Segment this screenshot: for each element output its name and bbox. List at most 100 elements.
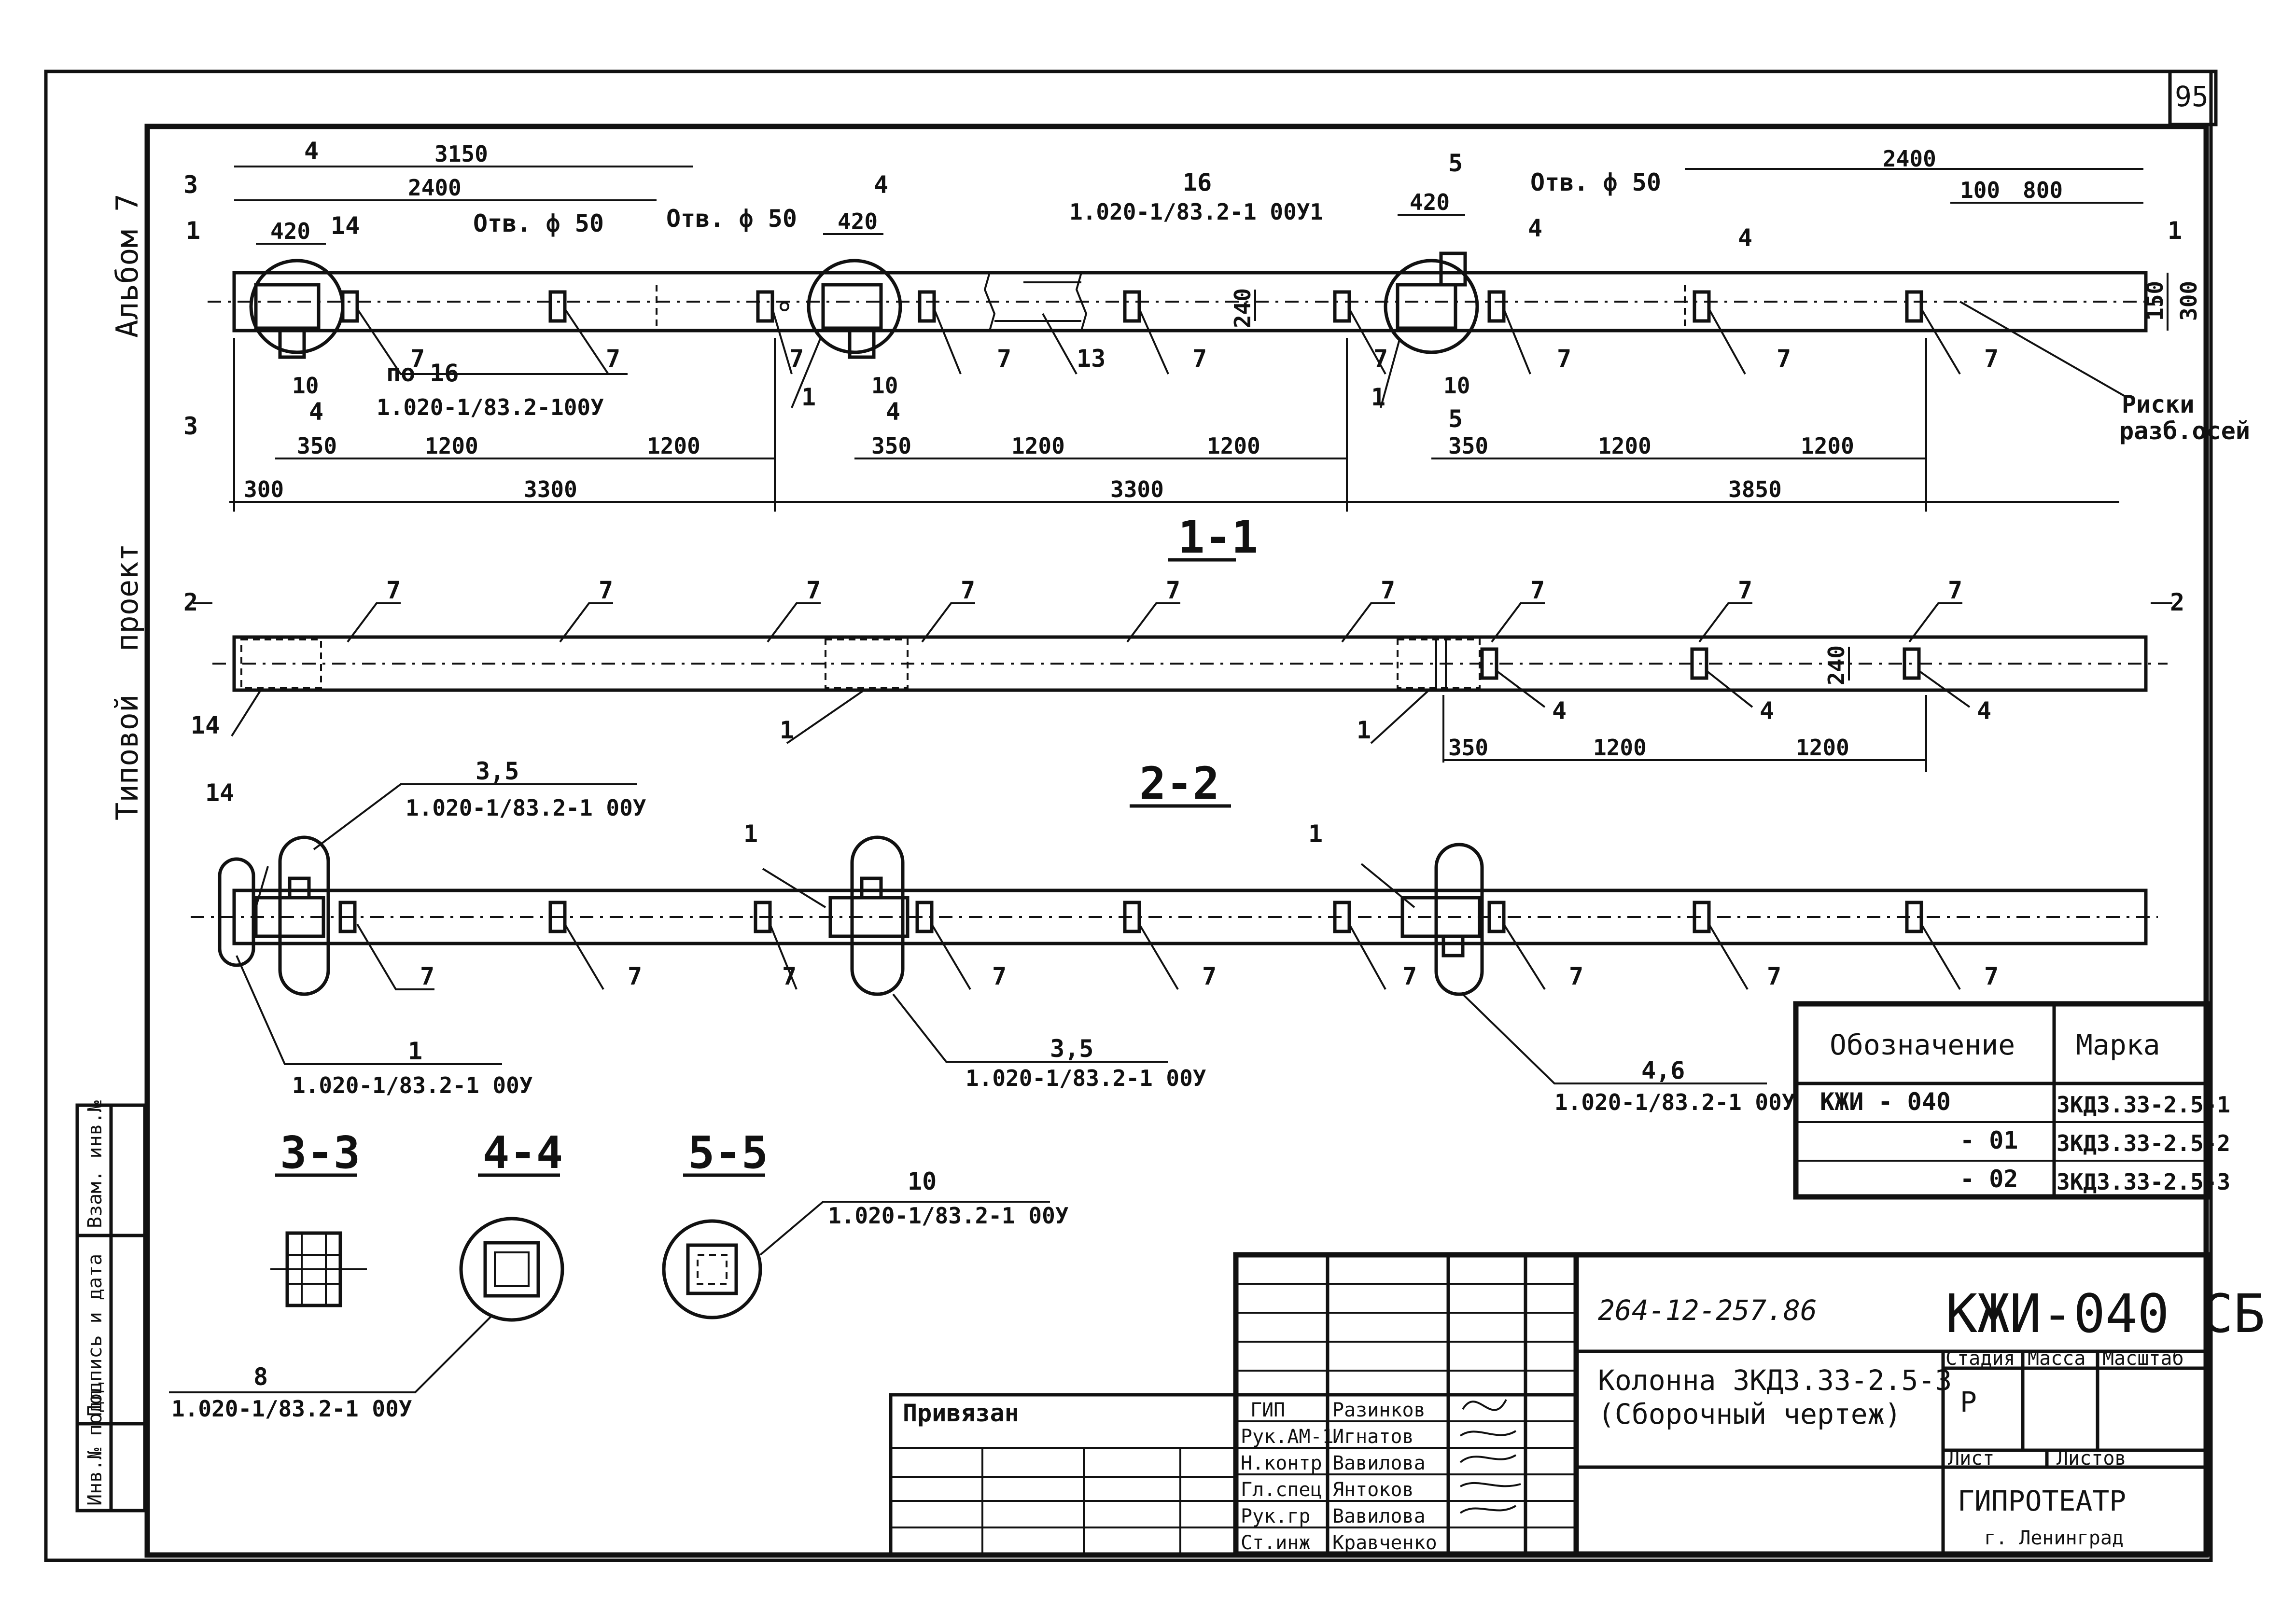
ref-16-num: 16 [1183, 168, 1212, 196]
small-section-views [169, 1201, 1050, 1393]
dim-2400-right: 2400 [1883, 146, 1936, 172]
callout-4-a: 4 [1528, 214, 1542, 242]
stamp-vzam: Взам. инв.№ [84, 1100, 106, 1228]
s22-callout-7-f: 7 [1402, 962, 1417, 990]
mark-table-header-designation: Обозначение [1830, 1028, 2015, 1061]
s11-callout-7-g: 7 [1530, 576, 1545, 604]
staff-role-2: Рук.АМ-1 [1241, 1426, 1334, 1448]
s11-dim-1200-b: 1200 [1796, 735, 1849, 761]
callout-7-e: 7 [1192, 345, 1207, 373]
mass-header: Масса [2028, 1347, 2085, 1370]
project-label-word2: проект [110, 543, 145, 652]
dim-1200-a: 1200 [425, 433, 478, 459]
callout-7-d: 7 [997, 345, 1011, 373]
s22-callout-7-e: 7 [1202, 962, 1217, 990]
ref-10-doc: 1.020-1/83.2-1 00У [828, 1203, 1069, 1229]
callout-4-b: 4 [1738, 224, 1752, 252]
section-mark-4-c: 4 [309, 398, 323, 426]
dim-1200-e: 1200 [1598, 433, 1651, 459]
dim-420-a: 420 [270, 218, 310, 244]
staff-role-3: Н.контр. [1241, 1452, 1334, 1474]
project-label-word1: Типовой [110, 694, 145, 820]
doc-code: КЖИ-040 СБ [1945, 1283, 2265, 1345]
s11-callout-1-a: 1 [780, 716, 794, 744]
callout-7-f: 7 [1373, 345, 1388, 373]
scale-header: Масштаб [2102, 1347, 2184, 1370]
org-city: г. Ленинград [1984, 1527, 2124, 1549]
s22-ref-35-top-doc: 1.020-1/83.2-1 00У [406, 795, 646, 821]
po16-doc: 1.020-1/83.2-100У [377, 394, 604, 420]
dim-420-c: 420 [1410, 189, 1450, 215]
stage-value: Р [1960, 1386, 1977, 1418]
sheet-label: Лист [1948, 1447, 1994, 1470]
s11-callout-4-b: 4 [1760, 697, 1774, 725]
mark-table-row3-mark: 3КД3.33-2.5-3 [2057, 1169, 2230, 1195]
s11-dim-350: 350 [1448, 735, 1488, 761]
album-label: Альбом 7 [110, 194, 145, 338]
section-2-2-view [191, 783, 2158, 1084]
staff-role-1: ГИП [1250, 1399, 1285, 1421]
mark-table-row1-designation: КЖИ - 040 [1820, 1088, 1951, 1116]
s11-callout-7-c: 7 [806, 576, 821, 604]
ref-8-doc: 1.020-1/83.2-1 00У [171, 1396, 412, 1422]
callout-14-a: 14 [331, 212, 360, 240]
doc-name-line1: Колонна 3КД3.33-2.5-3 [1598, 1364, 1952, 1397]
staff-name-3: Вавилова [1332, 1452, 1426, 1474]
dim-800: 800 [2023, 177, 2063, 203]
org-name: ГИПРОТЕАТР [1958, 1485, 2126, 1517]
dim-150: 150 [2142, 281, 2168, 321]
privyazan-label: Привязан [903, 1399, 1019, 1427]
dim-2400-left: 2400 [408, 175, 462, 201]
section-1-1-view [193, 602, 2172, 772]
s22-callout-1-b: 1 [1308, 820, 1323, 848]
mark-table-row3-designation: - 02 [1960, 1165, 2018, 1193]
dim-240: 240 [1230, 288, 1256, 328]
title-block [889, 1252, 2211, 1557]
plan-inserts [341, 290, 1923, 323]
dim-420-b: 420 [838, 208, 878, 235]
dim-3300-b: 3300 [1110, 476, 1164, 502]
dim-350-a: 350 [297, 433, 337, 459]
s11-callout-7-f: 7 [1381, 576, 1395, 604]
mark-table-row2-mark: 3КД3.33-2.5-2 [2057, 1130, 2230, 1156]
s22-callout-1-a: 1 [743, 820, 758, 848]
mark-table [1793, 1001, 2211, 1200]
callout-1-b: 1 [1371, 383, 1385, 411]
dim-3300-a: 3300 [524, 476, 577, 502]
sheet-frame [44, 69, 2218, 1562]
callout-1-a: 1 [801, 383, 816, 411]
dim-1200-f: 1200 [1801, 433, 1854, 459]
mark-2-left: 2 [183, 588, 198, 616]
doc-number: 264-12-257.86 [1598, 1294, 1817, 1327]
s22-ref-46-num: 4,6 [1641, 1056, 1685, 1084]
mark-2-right: 2 [2170, 588, 2184, 616]
s11-callout-7-h: 7 [1738, 576, 1752, 604]
s22-ref-1-doc: 1.020-1/83.2-1 00У [292, 1072, 533, 1098]
section-mark-5-b: 5 [1448, 405, 1463, 433]
callout-7-c: 7 [789, 345, 804, 373]
section-mark-1-right: 1 [2168, 217, 2182, 245]
s22-callout-7-g: 7 [1569, 962, 1583, 990]
dim-10-c: 10 [1443, 373, 1470, 399]
dim-1200-c: 1200 [1011, 433, 1065, 459]
s22-ref-35-bot-doc: 1.020-1/83.2-1 00У [966, 1065, 1206, 1091]
section-3-3-title: 3-3 [280, 1127, 360, 1179]
stamp-sign-date: Подпись и дата [84, 1254, 106, 1416]
dim-1200-d: 1200 [1207, 433, 1260, 459]
s22-callout-14: 14 [205, 779, 234, 807]
s11-callout-1-b: 1 [1357, 716, 1371, 744]
s22-ref-35-top-num: 3,5 [476, 757, 519, 785]
staff-name-1: Разинков [1332, 1399, 1426, 1421]
risk-note-2: разб.осей [2119, 417, 2250, 445]
staff-role-6: Ст.инж [1241, 1532, 1311, 1554]
side-stamp-column [75, 1103, 147, 1513]
mark-table-row1-mark: 3КД3.33-2.5-1 [2057, 1092, 2230, 1118]
callout-7-i: 7 [1984, 345, 1999, 373]
callout-7-g: 7 [1557, 345, 1571, 373]
section-4-4-title: 4-4 [483, 1127, 563, 1179]
dim-300-right: 300 [2176, 281, 2202, 321]
risk-note-1: Риски [2122, 390, 2195, 418]
dim-3150: 3150 [434, 141, 488, 167]
mark-table-row2-designation: - 01 [1960, 1126, 2018, 1154]
